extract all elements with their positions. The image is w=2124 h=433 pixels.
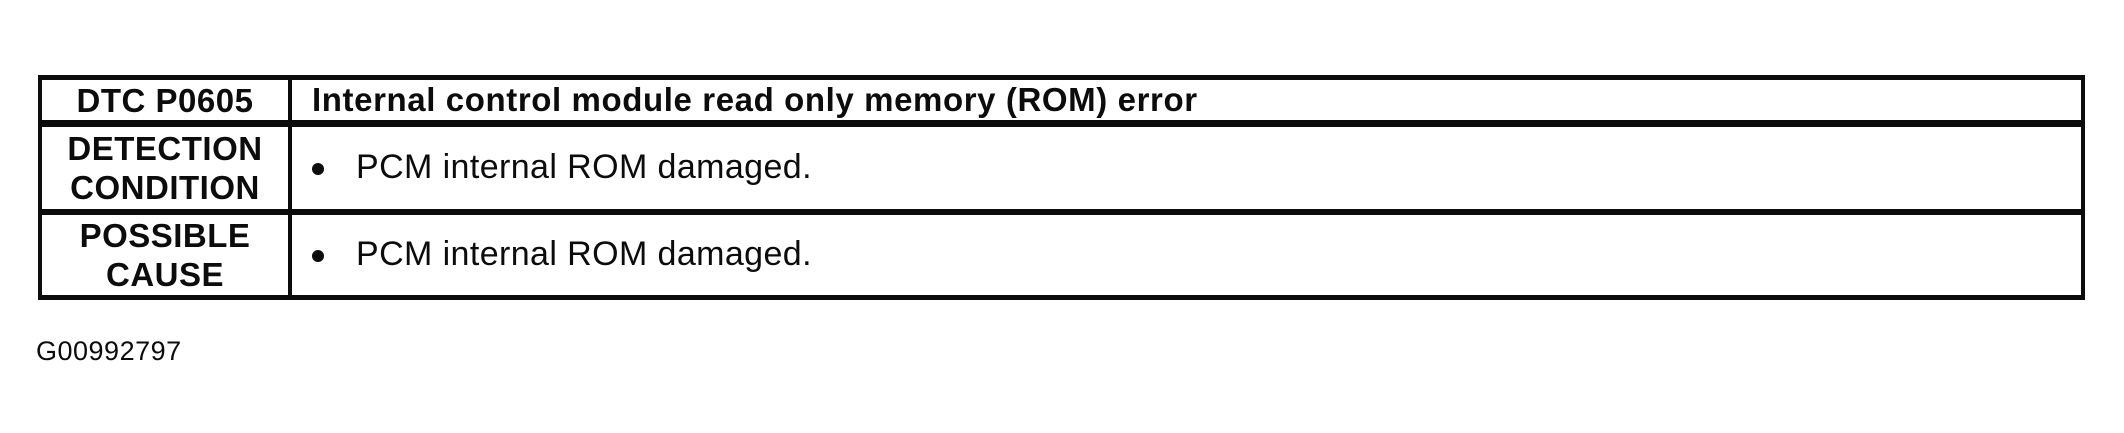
dtc-code-label: DTC P0605 [76, 81, 254, 119]
table-row-detection-condition: DETECTION CONDITION PCM internal ROM dam… [38, 120, 2085, 215]
possible-cause-text: PCM internal ROM damaged. [356, 235, 812, 274]
table-row-possible-cause: POSSIBLE CAUSE PCM internal ROM damaged. [38, 208, 2085, 300]
dtc-description-cell: Internal control module read only memory… [288, 75, 2085, 127]
cause-label-line1: POSSIBLE [79, 216, 251, 254]
bullet-icon [312, 249, 324, 262]
detection-condition-text: PCM internal ROM damaged. [356, 148, 812, 187]
detection-condition-content-cell: PCM internal ROM damaged. [288, 120, 2085, 215]
dtc-table: DTC P0605 Internal control module read o… [38, 75, 2085, 300]
dtc-description-text: Internal control module read only memory… [312, 81, 1198, 118]
cause-label-line2: CAUSE [105, 255, 225, 293]
list-item: PCM internal ROM damaged. [312, 235, 2081, 274]
figure-id: G00992797 [36, 336, 182, 366]
dtc-code-cell: DTC P0605 [38, 75, 292, 127]
detection-condition-cell: DETECTION CONDITION [38, 120, 292, 215]
possible-cause-cell: POSSIBLE CAUSE [38, 208, 292, 300]
list-item: PCM internal ROM damaged. [312, 148, 2081, 187]
detection-label-line2: CONDITION [70, 168, 260, 206]
bullet-icon [312, 162, 324, 175]
possible-cause-content-cell: PCM internal ROM damaged. [288, 208, 2085, 300]
table-row-dtc: DTC P0605 Internal control module read o… [38, 75, 2085, 127]
detection-label-line1: DETECTION [67, 129, 263, 167]
